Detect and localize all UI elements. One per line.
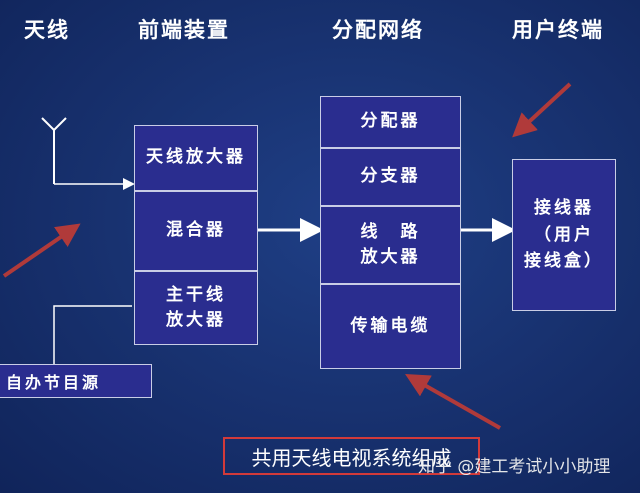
splitter-label: 分配器 xyxy=(360,111,421,132)
self-source-line xyxy=(53,305,132,364)
accent-arrow-bottom xyxy=(405,374,501,430)
user-terminal-box: 接线器 （用户 接线盒） xyxy=(512,159,616,311)
header-antenna: 天线 xyxy=(24,18,70,42)
accent-arrow-top-right xyxy=(512,82,572,138)
antenna-icon xyxy=(41,117,67,184)
line-amplifier-label: 线 路 放大器 xyxy=(360,221,421,268)
divider xyxy=(321,283,460,285)
frontend-device-box: 天线放大器 混合器 主干线 放大器 xyxy=(134,125,258,345)
accent-arrow-left xyxy=(2,223,81,278)
header-distribution: 分配网络 xyxy=(332,18,424,42)
divider xyxy=(135,270,257,272)
mixer-label: 混合器 xyxy=(166,220,226,241)
antenna-amplifier-label: 天线放大器 xyxy=(146,147,246,168)
header-user-terminal: 用户终端 xyxy=(512,18,604,42)
self-program-source: 自办节目源 xyxy=(0,364,152,398)
divider xyxy=(135,190,257,192)
divider xyxy=(321,205,460,207)
trunk-amplifier-label: 主干线 放大器 xyxy=(166,284,226,331)
divider xyxy=(321,147,460,149)
watermark: 知乎 @建工考试小小助理 xyxy=(418,457,611,477)
tap-label: 分支器 xyxy=(360,166,421,187)
diagram-caption: 共用天线电视系统组成 xyxy=(223,437,480,475)
connector-box-label: 接线器 （用户 接线盒） xyxy=(524,198,604,272)
header-frontend: 前端装置 xyxy=(138,18,230,42)
distribution-network-box: 分配器 分支器 线 路 放大器 传输电缆 xyxy=(320,96,461,369)
transmission-cable-label: 传输电缆 xyxy=(350,315,431,336)
